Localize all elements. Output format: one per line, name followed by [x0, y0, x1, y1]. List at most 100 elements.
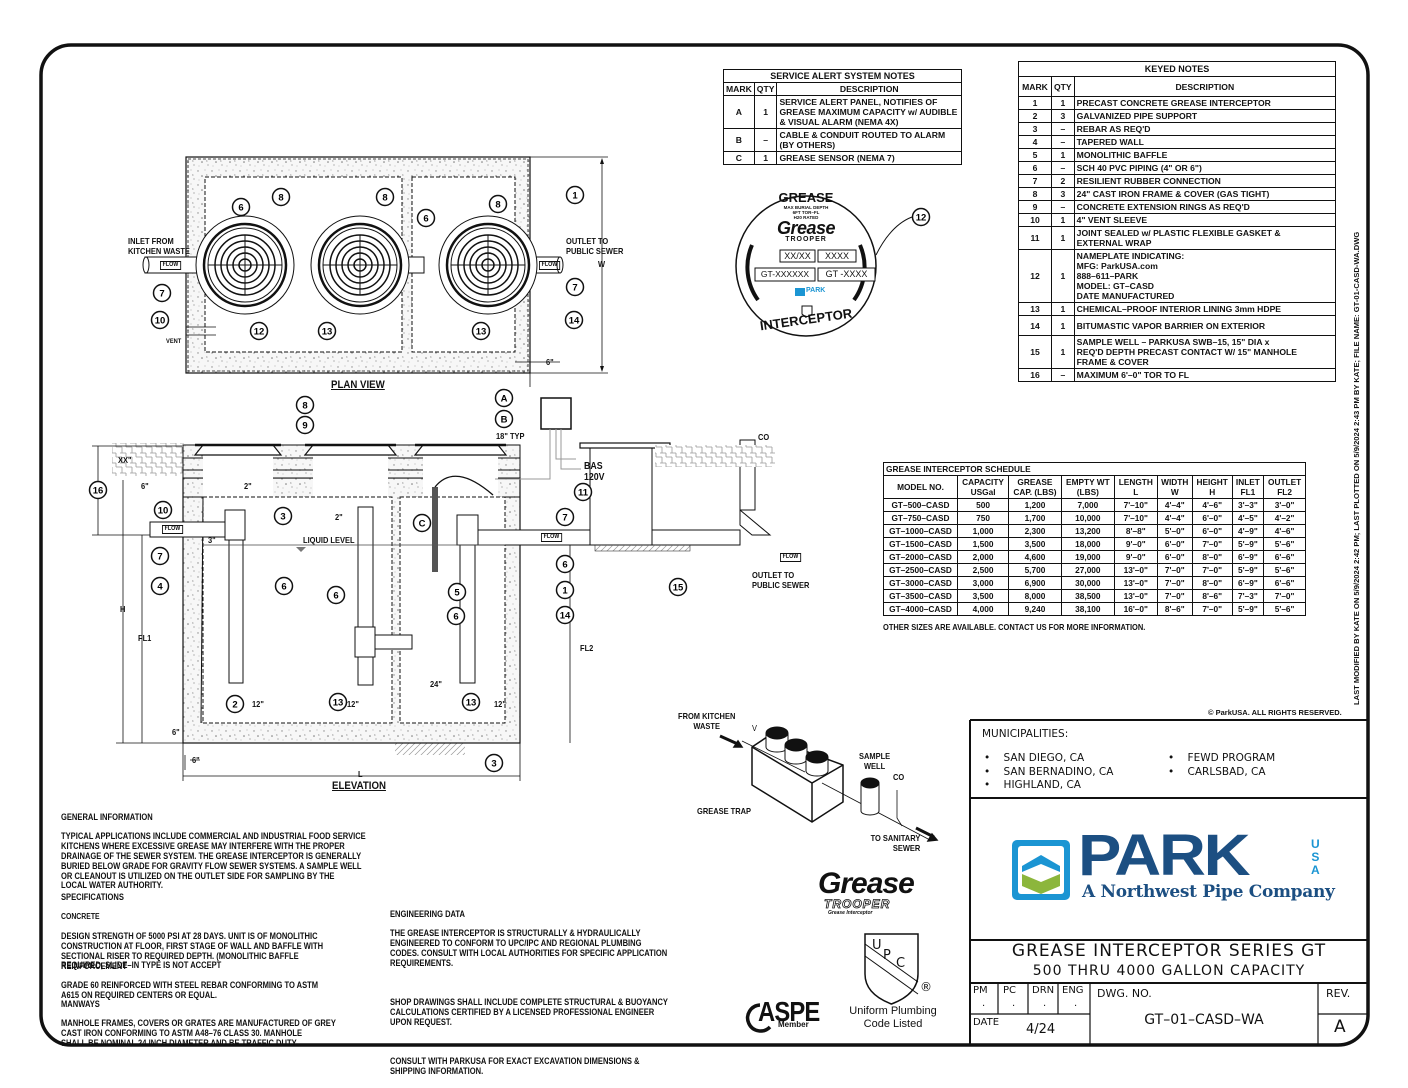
callout-label: 1: [562, 586, 568, 597]
col-header: DESCRIPTION: [1073, 76, 1337, 97]
concrete-heading: CONCRETE: [61, 912, 100, 922]
schedule-cell: 7'–3": [1231, 589, 1265, 603]
callout-bubble: 11: [573, 482, 593, 502]
schedule-cell: 13'–0": [1113, 576, 1158, 590]
vent-label: VENT: [166, 338, 182, 345]
width-dim: W: [598, 259, 606, 269]
col-header: DESCRIPTION: [776, 82, 962, 96]
schedule-cell: GT–2000–CASD: [883, 550, 958, 564]
date-label: DATE: [973, 1017, 1000, 1028]
mark-cell: 5: [1018, 148, 1052, 162]
qty-cell: –: [1051, 135, 1075, 149]
schedule-cell: 7'–0": [1191, 563, 1233, 577]
description-cell: CONCRETE EXTENSION RINGS AS REQ'D: [1073, 200, 1337, 214]
manhole-cover-icon: [195, 215, 295, 315]
sheet-border: [39, 43, 1370, 1047]
trooper-main: Grease: [818, 867, 915, 900]
schedule-cell: 10,000: [1060, 511, 1115, 525]
schedule-cell: 7'–0": [1156, 589, 1193, 603]
rev-label: REV.: [1326, 987, 1351, 1000]
schedule-cell: 4'–2": [1263, 511, 1306, 525]
callout-label: 3: [491, 759, 496, 770]
wall-dim: 6": [546, 357, 554, 367]
mark-cell: 7: [1018, 174, 1052, 188]
dimension-label: FL2: [580, 643, 594, 653]
date-value: 4/24: [1026, 1022, 1056, 1037]
qty-cell: 1: [1051, 315, 1075, 336]
iso-to-sewer: TO SANITARY SEWER: [870, 833, 921, 853]
callout-bubble: 9: [295, 415, 315, 435]
col-header: MARK: [723, 82, 755, 96]
callout-bubble: 8: [488, 194, 508, 214]
schedule-cell: GT–1500–CASD: [883, 537, 958, 551]
mark-cell: 4: [1018, 135, 1052, 149]
schedule-cell: 8'–0": [1191, 550, 1233, 564]
upc-shield-logo: [864, 933, 919, 1005]
manways: MANWAYS MANHOLE FRAMES, COVERS OR GRATES…: [61, 990, 379, 1059]
elevation-title: ELEVATION: [332, 780, 386, 792]
schedule-cell: 5'–0": [1156, 524, 1193, 538]
engineering-p3: CONSULT WITH PARKUSA FOR EXACT EXCAVATIO…: [390, 1056, 640, 1076]
dimension-label: FL1: [138, 633, 152, 643]
description-cell: RESILIENT RUBBER CONNECTION: [1073, 174, 1337, 188]
description-cell: MAXIMUM 6'–0" TOR TO FL: [1073, 368, 1337, 382]
col-header: OUTLET FL2: [1263, 475, 1306, 499]
qty-cell: –: [1051, 200, 1075, 214]
table-row: B–CABLE & CONDUIT ROUTED TO ALARM (BY OT…: [723, 128, 962, 152]
callout-bubble: 6: [274, 576, 294, 596]
general-information: GENERAL INFORMATION TYPICAL APPLICATIONS…: [61, 803, 379, 901]
callout-bubble: 15: [668, 577, 688, 597]
callout-label: A: [501, 394, 508, 405]
schedule-cell: 5'–9": [1231, 537, 1265, 551]
plan-view-title: PLAN VIEW: [331, 379, 385, 391]
schedule-cell: 16'–0": [1113, 602, 1158, 616]
qty-cell: 1: [1051, 335, 1075, 369]
nameplate-model-field: GT -XXXX: [825, 269, 868, 279]
callout-bubble: 13: [328, 692, 348, 712]
schedule-cell: 7'–10": [1113, 511, 1158, 525]
description-cell: GALVANIZED PIPE SUPPORT: [1073, 109, 1337, 123]
power-120v: 120V: [584, 472, 605, 483]
schedule-footnote: OTHER SIZES ARE AVAILABLE. CONTACT US FO…: [883, 622, 1146, 632]
nameplate-date-field: XX/XX: [784, 251, 811, 261]
description-cell: NAMEPLATE INDICATING: MFG: ParkUSA.com 8…: [1073, 249, 1337, 303]
pm-value: .: [982, 998, 986, 1009]
outlet-label: OUTLET TO PUBLIC SEWER: [566, 236, 624, 256]
reinforcement-body: GRADE 60 REINFORCED WITH STEEL REBAR CON…: [61, 980, 319, 1001]
elevation-outlet-label: OUTLET TO PUBLIC SEWER: [752, 570, 810, 590]
description-cell: 4" VENT SLEEVE: [1073, 213, 1337, 227]
schedule-cell: 4'–6": [1263, 524, 1306, 538]
schedule-cell: 8'–6": [1156, 602, 1193, 616]
schedule-cell: 5'–9": [1231, 602, 1265, 616]
description-cell: SCH 40 PVC PIPING (4" OR 6"): [1073, 161, 1337, 175]
callout-label: 7: [562, 513, 567, 524]
grease-interceptor-schedule: GREASE INTERCEPTOR SCHEDULE MODEL NO.CAP…: [883, 462, 1306, 616]
qty-cell: 1: [1051, 213, 1075, 227]
schedule-cell: 1,700: [1008, 511, 1062, 525]
title-block-frame: [969, 719, 1368, 1045]
schedule-cell: 9,240: [1008, 602, 1062, 616]
schedule-cell: 7'–0": [1191, 537, 1233, 551]
schedule-cell: 38,500: [1060, 589, 1115, 603]
dimension-label: L: [358, 769, 363, 779]
municipality: • HIGHLAND, CA: [984, 779, 1081, 791]
description-cell: MONOLITHIC BAFFLE: [1073, 148, 1337, 162]
upc-registered: ®: [920, 980, 932, 994]
schedule-cell: 8'–6": [1191, 589, 1233, 603]
callout-bubble: 1: [565, 185, 585, 205]
inlet-label: INLET FROM KITCHEN WASTE: [128, 236, 190, 256]
col-header: QTY: [753, 82, 778, 96]
schedule-cell: 3,500: [1008, 537, 1062, 551]
mark-cell: 6: [1018, 161, 1052, 175]
callout-bubble: 7: [565, 277, 585, 297]
